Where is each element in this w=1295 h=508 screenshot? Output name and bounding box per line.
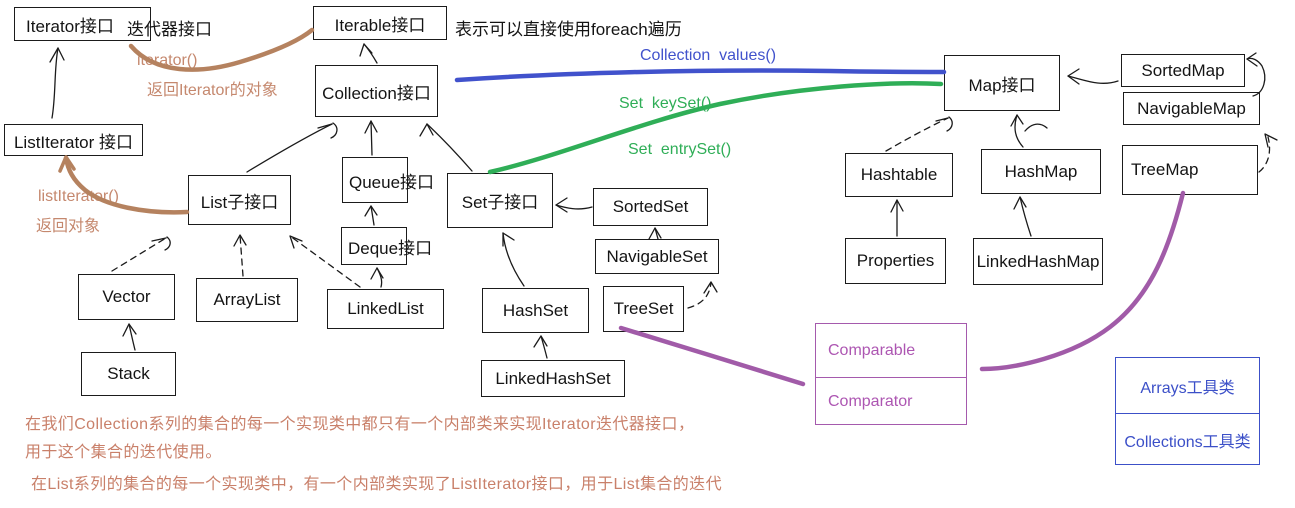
node-navigablemap: NavigableMap [1123,92,1260,125]
comparable-cell: Comparable [816,324,966,378]
arrow-set-to-collection [419,123,473,172]
iterator-method-label: iterator() [137,52,198,69]
arrow-deque-to-queue [364,205,378,226]
arrow-list-to-collection [246,122,338,173]
arrow-treemap-to-navigablemap [1258,133,1278,173]
node-vector: Vector [78,274,175,320]
note-line-3: 在List系列的集合的每一个实现类中，有一个内部类实现了ListIterator… [31,476,722,493]
node-iterator-interface: Iterator接口 [14,7,151,41]
node-navigableset: NavigableSet [595,239,719,274]
node-arraylist: ArrayList [196,278,298,322]
node-hashmap: HashMap [981,149,1101,194]
arrow-hashset-to-set [502,232,525,287]
arrow-linkedhashmap-to-hashmap [1013,196,1032,237]
node-deque-interface: Deque接口 [341,227,432,265]
node-map-interface: Map接口 [944,55,1060,111]
arrow-queue-to-collection [364,120,378,156]
listiterator-method-label: listIterator() [38,188,119,205]
note-line-2: 用于这个集合的迭代使用。 [25,444,222,461]
node-treeset: TreeSet [603,286,684,332]
node-sortedset: SortedSet [593,188,708,226]
note-line-1: 在我们Collection系列的集合的每一个实现类中都只有一个内部类来实现Ite… [25,416,695,433]
arrow-linkedhashset-to-hashset [533,335,548,359]
iterator-return-label: 返回Iterator的对象 [147,82,278,99]
treeset-comparable-curve [618,325,806,387]
arrow-stack-to-vector [122,323,137,351]
arrow-listiterator-to-iterator [49,47,65,119]
keyset-method-label: Set keySet() [619,95,712,112]
node-queue-interface: Queue接口 [342,157,434,203]
arrow-vector-to-list [111,236,171,272]
arrow-navigableset-to-sortedset [648,227,662,240]
node-sortedmap: SortedMap [1121,54,1245,87]
arrow-arraylist-to-list [233,234,247,277]
node-linkedhashmap: LinkedHashMap [973,238,1103,285]
arrow-navigablemap-to-sortedmap [1246,52,1266,97]
node-linkedhashset: LinkedHashSet [481,360,625,397]
node-stack: Stack [81,352,176,396]
node-properties: Properties [845,238,946,284]
node-set-interface: Set子接口 [447,173,553,228]
values-method-line [454,68,947,83]
arrow-hashtable-to-map [885,116,953,152]
arrow-hashmap-to-map [1010,114,1048,148]
node-linkedlist: LinkedList [327,289,444,329]
node-collection-interface: Collection接口 [315,65,438,117]
collections-util-cell: Collections工具类 [1124,433,1251,451]
node-hashtable: Hashtable [845,153,953,197]
arrow-sortedset-to-set [555,197,593,213]
node-treemap: TreeMap [1122,145,1258,195]
entryset-method-label: Set entrySet() [628,141,732,158]
node-listiterator-interface: ListIterator 接口 [4,124,143,156]
arrow-linkedlist-to-deque [370,267,384,288]
node-iterable-interface: Iterable接口 [313,6,447,40]
values-method-label: Collection values() [640,47,777,64]
arrow-collection-to-iterable [359,43,378,64]
utility-classes-box: Arrays工具类 Collections工具类 [1115,357,1260,465]
arrow-treeset-to-navigableset [687,281,718,309]
iterator-alias-label: 迭代器接口 [127,20,212,39]
arrow-sortedmap-to-map [1067,68,1119,85]
comparator-cell: Comparator [828,392,913,410]
comparable-comparator-box: Comparable Comparator [815,323,967,425]
listiterator-return-label: 返回对象 [36,218,101,235]
node-list-interface: List子接口 [188,175,291,225]
arrow-properties-to-hashtable [890,199,904,237]
arrays-util-cell: Arrays工具类 [1116,358,1259,414]
node-hashset: HashSet [482,288,589,333]
foreach-note: 表示可以直接使用foreach遍历 [455,20,682,39]
